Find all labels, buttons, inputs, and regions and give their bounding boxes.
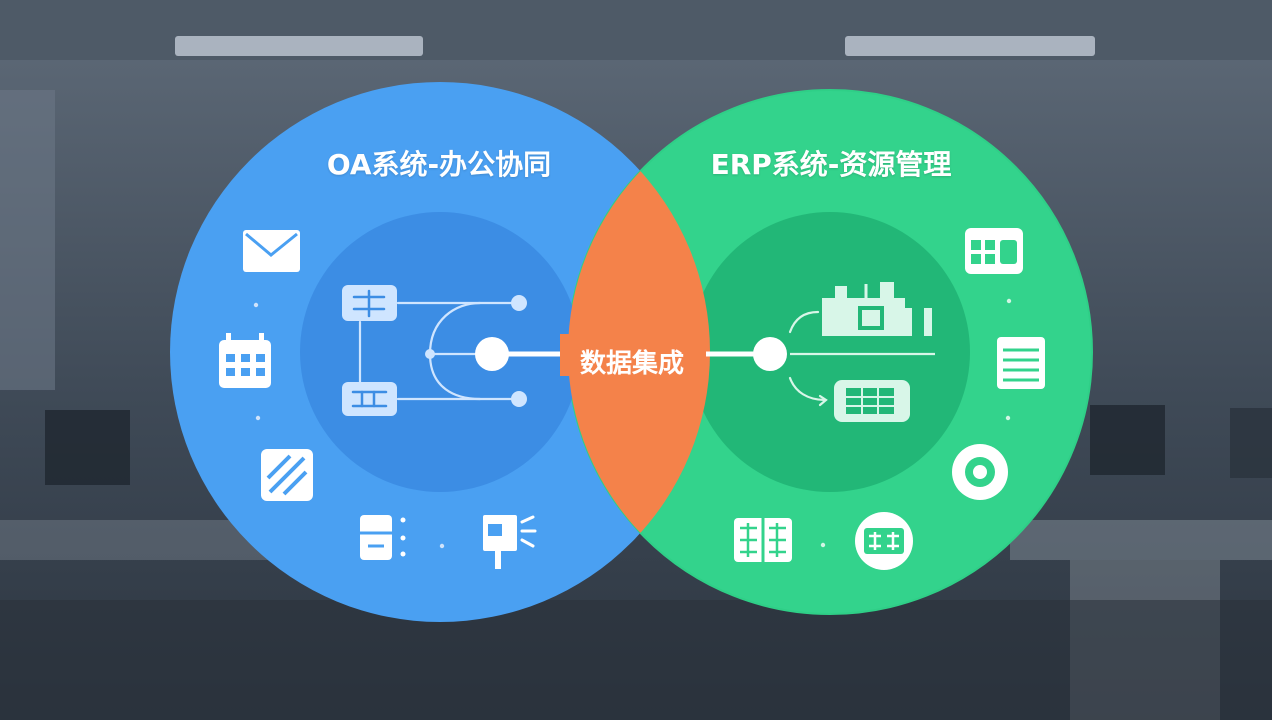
oa-inner-circle <box>300 212 580 492</box>
oa-flow-branch-node <box>425 349 435 359</box>
ledger-book-icon <box>734 518 792 562</box>
document-stripes-icon <box>261 449 313 501</box>
data-integration-label: 数据集成 <box>579 349 685 379</box>
id-card-icon <box>855 512 913 570</box>
oa-flow-node-bottom <box>511 391 527 407</box>
oa-flow <box>358 301 520 401</box>
erp-decor-dots <box>820 298 1012 548</box>
calendar-icon <box>219 333 271 388</box>
machine-icon <box>834 380 910 422</box>
erp-flow <box>788 310 828 407</box>
factory-icon <box>822 282 933 336</box>
cash-register-icon <box>965 228 1023 274</box>
report-card-icon <box>342 382 397 416</box>
target-icon <box>952 444 1008 500</box>
erp-connector-node <box>753 337 787 371</box>
folder-cabinet-icon <box>360 515 406 560</box>
oa-flow-node-top <box>511 295 527 311</box>
erp-system-title: ERP系统-资源管理 <box>710 148 952 181</box>
flag-icon <box>483 515 537 569</box>
list-icon <box>997 337 1045 389</box>
mail-icon <box>243 230 300 272</box>
oa-connector-node <box>475 337 509 371</box>
oa-decor-dots <box>253 302 445 549</box>
oa-system-title: OA系统-办公协同 <box>326 148 552 181</box>
